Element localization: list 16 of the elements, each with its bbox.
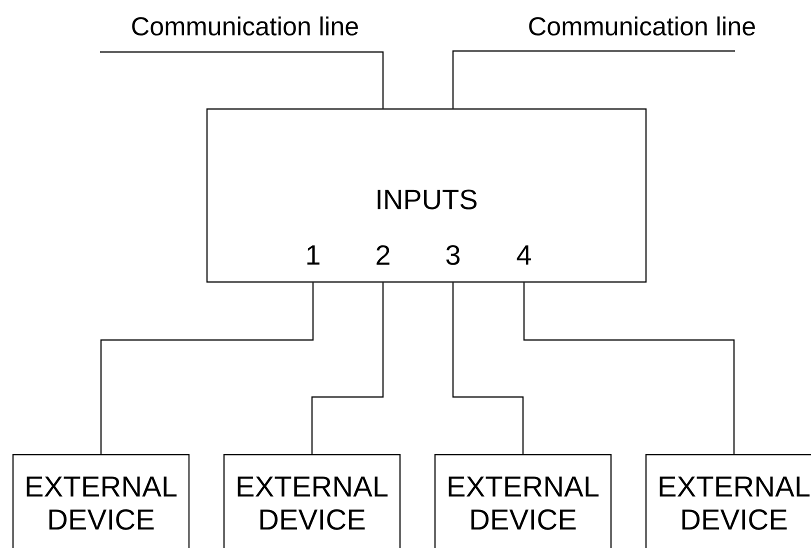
input-number: 1 — [307, 245, 320, 265]
connector-line — [452, 50, 735, 108]
edge-label: Communication line — [526, 15, 758, 37]
input-number: 4 — [516, 245, 531, 265]
connector-line — [523, 282, 735, 454]
input-number: 3 — [446, 245, 460, 265]
device-box: EXTERNAL DEVICE — [645, 454, 811, 548]
connector-line — [452, 282, 524, 454]
edge-label: Communication line — [130, 15, 360, 37]
device-box: EXTERNAL DEVICE — [12, 454, 190, 548]
connector-line — [100, 282, 314, 454]
connector-line — [311, 282, 384, 454]
input-number: 2 — [376, 245, 390, 265]
connector-line — [100, 51, 384, 108]
device-box: EXTERNAL DEVICE — [223, 454, 401, 548]
device-box: EXTERNAL DEVICE — [434, 454, 612, 548]
